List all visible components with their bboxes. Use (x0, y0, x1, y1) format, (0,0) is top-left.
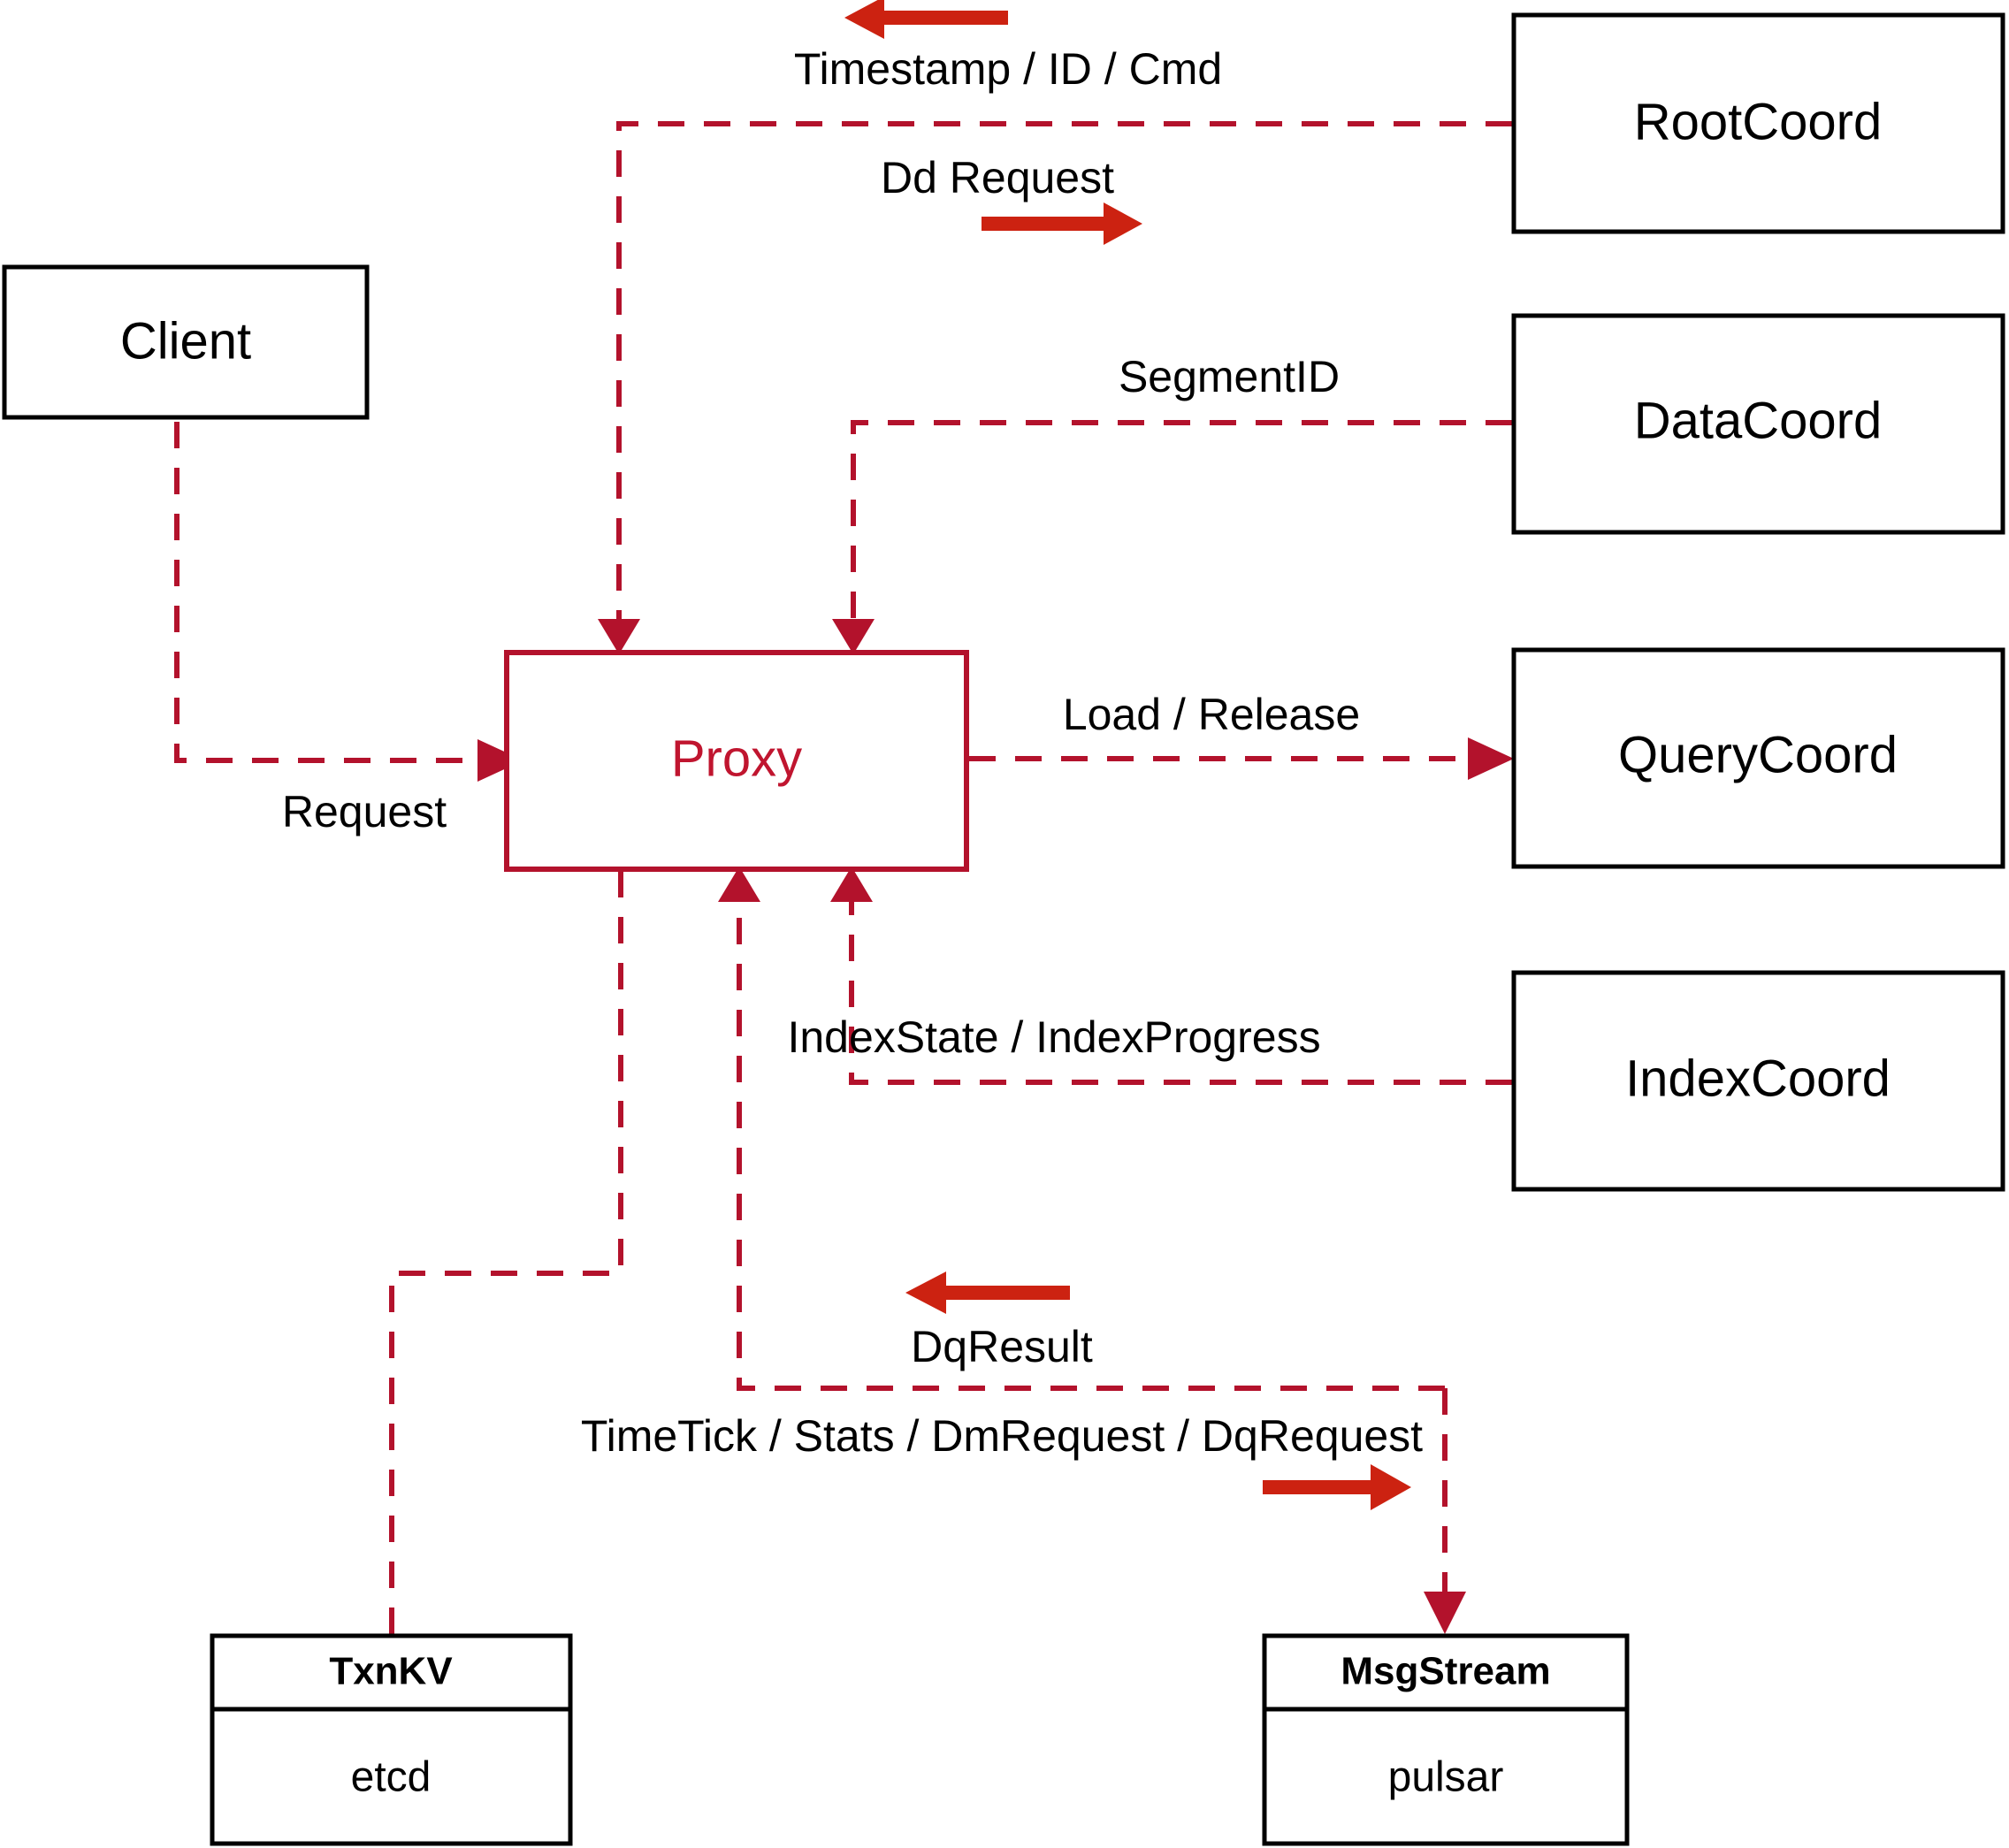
node-msgstream-frame (1262, 1633, 1630, 1846)
node-client[interactable] (2, 264, 370, 420)
edge-rootcoord-to-proxy (598, 121, 1512, 654)
flow-head-ddrequest (1104, 202, 1142, 245)
node-querycoord[interactable] (1511, 647, 2005, 869)
edge-path-indexstate (849, 902, 1512, 1085)
arrowhead-timestamp (598, 619, 640, 654)
edge-indexcoord-to-proxy (830, 867, 1512, 1085)
arrowhead-dqresult (718, 867, 760, 902)
edge-label-dqresult: DqResult (911, 1322, 1093, 1371)
flow-arrow-timetick (1263, 1464, 1411, 1510)
edge-label-timestamp: Timestamp / ID / Cmd (794, 44, 1222, 94)
node-indexcoord[interactable] (1511, 970, 2005, 1192)
node-msgstream-impl: pulsar (1388, 1754, 1504, 1801)
node-proxy[interactable] (504, 650, 969, 872)
node-proxy-label: Proxy (671, 729, 802, 787)
edge-label-segmentid: SegmentID (1119, 352, 1340, 401)
edge-proxy-to-querycoord (969, 737, 1514, 780)
node-txnkv-frame (210, 1633, 573, 1846)
edge-label-loadrelease: Load / Release (1063, 690, 1360, 739)
edge-proxy-to-txnkv (389, 871, 623, 1636)
node-txnkv-impl: etcd (351, 1754, 432, 1801)
flow-arrow-ddrequest (982, 202, 1142, 245)
edge-label-ddrequest: Dd Request (881, 153, 1114, 202)
node-datacoord[interactable] (1511, 313, 2005, 535)
node-indexcoord-label: IndexCoord (1625, 1050, 1891, 1107)
edge-path-timestamp (616, 121, 1512, 619)
edge-path-request (174, 376, 477, 763)
arrowhead-segmentid (832, 619, 875, 654)
flow-arrow-timestamp (844, 0, 1008, 39)
arrowhead-loadrelease (1468, 737, 1514, 780)
edge-path-segmentid (851, 420, 1512, 619)
flow-head-timetick (1371, 1464, 1411, 1510)
node-msgstream-title: MsgStream (1341, 1650, 1550, 1693)
node-msgstream[interactable] (1262, 1633, 1630, 1846)
flow-head-timestamp (844, 0, 884, 39)
edge-path-txnkv (389, 871, 623, 1636)
node-datacoord-label: DataCoord (1634, 392, 1882, 449)
arrowhead-indexstate (830, 867, 873, 902)
edge-msgstream-to-proxy (718, 867, 1445, 1391)
node-txnkv[interactable] (210, 1633, 573, 1846)
edge-label-indexstate: IndexState / IndexProgress (787, 1012, 1320, 1062)
edge-label-request: Request (282, 787, 447, 836)
edge-path-dqresult (737, 902, 1445, 1391)
flow-head-dqresult (905, 1271, 946, 1314)
arrowhead-request (477, 739, 523, 782)
node-querycoord-label: QueryCoord (1618, 726, 1898, 783)
edge-datacoord-to-proxy (832, 420, 1512, 654)
flow-arrow-dqresult (905, 1271, 1070, 1314)
edge-client-to-proxy (174, 376, 523, 782)
node-client-label: Client (120, 312, 251, 370)
edge-proxy-to-msgstream (1424, 1388, 1466, 1634)
node-txnkv-title: TxnKV (329, 1650, 453, 1693)
edge-label-timetick: TimeTick / Stats / DmRequest / DqRequest (581, 1411, 1423, 1461)
node-rootcoord[interactable] (1511, 12, 2005, 234)
arrowhead-msgstream (1424, 1592, 1466, 1634)
node-rootcoord-label: RootCoord (1634, 93, 1882, 150)
